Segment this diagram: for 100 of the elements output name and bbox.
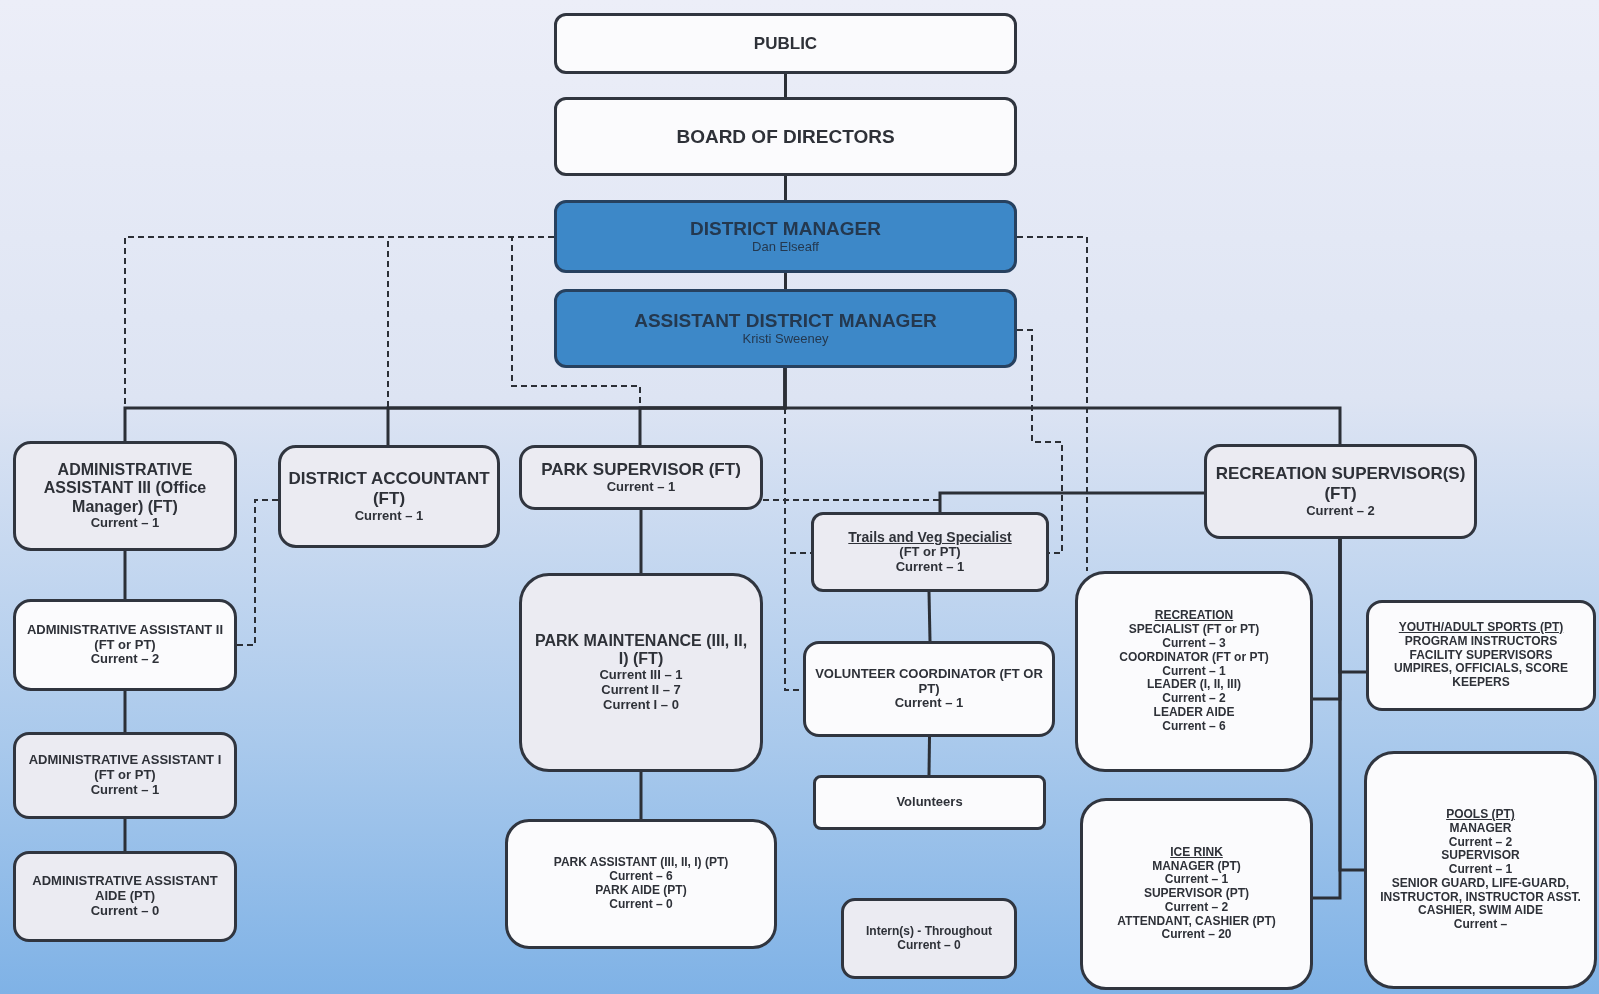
position-detail: COORDINATOR (FT or PT) — [1119, 650, 1269, 665]
position-box — [1366, 600, 1596, 711]
position-detail: FACILITY SUPERVISORS — [1409, 648, 1553, 663]
position-box — [13, 851, 237, 942]
position-box — [811, 512, 1049, 592]
position-box — [554, 289, 1017, 368]
position-box — [803, 641, 1055, 737]
position-title: Trails and Veg Specialist — [848, 529, 1012, 546]
position-title: ADMINISTRATIVE ASSISTANT AIDE (PT) — [31, 874, 219, 904]
position-detail: Current – 0 — [897, 938, 961, 953]
connector-line — [938, 491, 1204, 512]
position-box — [554, 97, 1017, 176]
connector-line — [784, 273, 787, 289]
position-box — [13, 441, 237, 551]
position-title: ADMINISTRATIVE ASSISTANT III (Office Manager) (FT) — [42, 460, 208, 517]
position-box — [13, 732, 237, 819]
position-detail: Current III – 1 — [599, 668, 683, 684]
position-detail: PROGRAM INSTRUCTORS — [1404, 634, 1558, 649]
position-title: ICE RINK — [1170, 845, 1223, 860]
connector-line — [123, 551, 127, 599]
position-box — [13, 599, 237, 691]
position-detail: Current – 1 — [894, 696, 964, 712]
position-detail: SUPERVISOR (PT) — [1143, 887, 1250, 901]
position-detail: Current – 2 — [1306, 503, 1375, 519]
position-detail: Current – 2 — [1448, 835, 1513, 850]
connector-line — [927, 591, 932, 642]
position-box — [519, 573, 763, 772]
person-name: Dan Elseaff — [752, 239, 819, 255]
position-title: DISTRICT MANAGER — [689, 218, 882, 240]
position-box — [813, 775, 1046, 830]
position-box — [554, 200, 1017, 273]
position-box — [519, 445, 763, 510]
position-title: RECREATION — [1154, 609, 1234, 624]
position-detail: Current – 1 — [1448, 863, 1513, 877]
connector-line — [1338, 539, 1364, 872]
position-detail: (FT or PT) — [899, 545, 961, 561]
position-title: PUBLIC — [753, 33, 818, 54]
position-title: PARK ASSISTANT (III, II, I) (PT) — [553, 856, 729, 871]
position-detail: Current – 6 — [609, 870, 673, 884]
position-detail: Current – 1 — [606, 479, 676, 495]
position-title: VOLUNTEER COORDINATOR (FT OR PT) — [814, 666, 1044, 697]
position-detail: LEADER AIDE — [1153, 706, 1235, 720]
position-title: POOLS (PT) — [1446, 807, 1515, 822]
position-title: RECREATION SUPERVISOR(S) (FT) — [1214, 464, 1467, 504]
connector-line — [784, 176, 787, 200]
position-detail: Current – 1 — [90, 782, 160, 798]
connector-line — [784, 74, 787, 97]
position-title: ADMINISTRATIVE ASSISTANT II (FT or PT) — [25, 622, 225, 653]
position-detail: UMPIRES, OFFICIALS, SCORE KEEPERS — [1393, 662, 1569, 690]
position-title: DISTRICT ACCOUNTANT (FT) — [287, 469, 491, 509]
position-detail: Current – 2 — [1162, 692, 1226, 706]
position-title: ADMINISTRATIVE ASSISTANT I (FT or PT) — [27, 753, 223, 783]
position-title: Intern(s) - Throughout — [866, 924, 992, 939]
connector-line — [927, 736, 931, 776]
position-detail: Current – — [1453, 918, 1508, 933]
connector-line — [639, 510, 643, 573]
position-box — [278, 445, 500, 548]
person-name: Kristi Sweeney — [742, 331, 829, 347]
position-detail: Current – 1 — [895, 560, 965, 575]
position-box — [841, 898, 1017, 979]
dashed-connector — [236, 499, 279, 646]
dashed-connector — [1016, 236, 1088, 572]
dashed-connector — [511, 236, 641, 446]
position-detail: Current II – 7 — [601, 683, 681, 699]
position-detail: Current – 20 — [1161, 928, 1232, 943]
position-detail: Current – 0 — [609, 897, 673, 912]
position-detail: Current – 1 — [354, 508, 424, 524]
position-detail: Current – 2 — [1164, 900, 1229, 915]
position-box — [1364, 751, 1597, 989]
position-detail: Current – 0 — [90, 903, 160, 919]
position-title: YOUTH/ADULT SPORTS (PT) — [1398, 621, 1564, 635]
position-detail: LEADER (I, II, III) — [1147, 678, 1241, 693]
position-box — [1080, 798, 1313, 990]
position-detail: SUPERVISOR — [1441, 849, 1520, 864]
position-title: PARK SUPERVISOR (FT) — [541, 460, 741, 480]
connector-line — [639, 772, 643, 819]
connector-line — [123, 819, 127, 851]
position-detail: ATTENDANT, CASHIER (PT) — [1117, 914, 1276, 929]
position-title: PARK MAINTENANCE (III, II, I) (FT) — [533, 631, 749, 669]
position-detail: MANAGER (PT) — [1152, 859, 1241, 874]
position-detail: Current – 6 — [1162, 719, 1226, 734]
position-box — [554, 13, 1017, 74]
connector-line — [783, 368, 1342, 444]
position-title: BOARD OF DIRECTORS — [676, 125, 895, 148]
position-detail: SENIOR GUARD, LIFE-GUARD, INSTRUCTOR, INSTRUCTOR ASST. CASHIER, SWIM AIDE — [1379, 876, 1582, 919]
position-detail: Current – 1 — [90, 516, 160, 532]
position-title: ASSISTANT DISTRICT MANAGER — [634, 310, 937, 332]
position-box — [1075, 571, 1313, 772]
position-detail: Current I – 0 — [603, 698, 679, 714]
position-detail: Current – 2 — [90, 652, 160, 668]
position-detail: Current – 1 — [1164, 873, 1229, 888]
position-detail: SPECIALIST (FT or PT) — [1128, 623, 1260, 637]
position-box — [1204, 444, 1477, 539]
position-detail: Current – 1 — [1162, 664, 1226, 679]
position-detail: PARK AIDE (PT) — [595, 884, 687, 898]
position-box — [505, 819, 777, 949]
position-detail: Current – 3 — [1162, 637, 1226, 651]
dashed-connector — [1016, 329, 1063, 554]
connector-line — [123, 691, 127, 732]
position-detail: MANAGER — [1449, 821, 1512, 836]
